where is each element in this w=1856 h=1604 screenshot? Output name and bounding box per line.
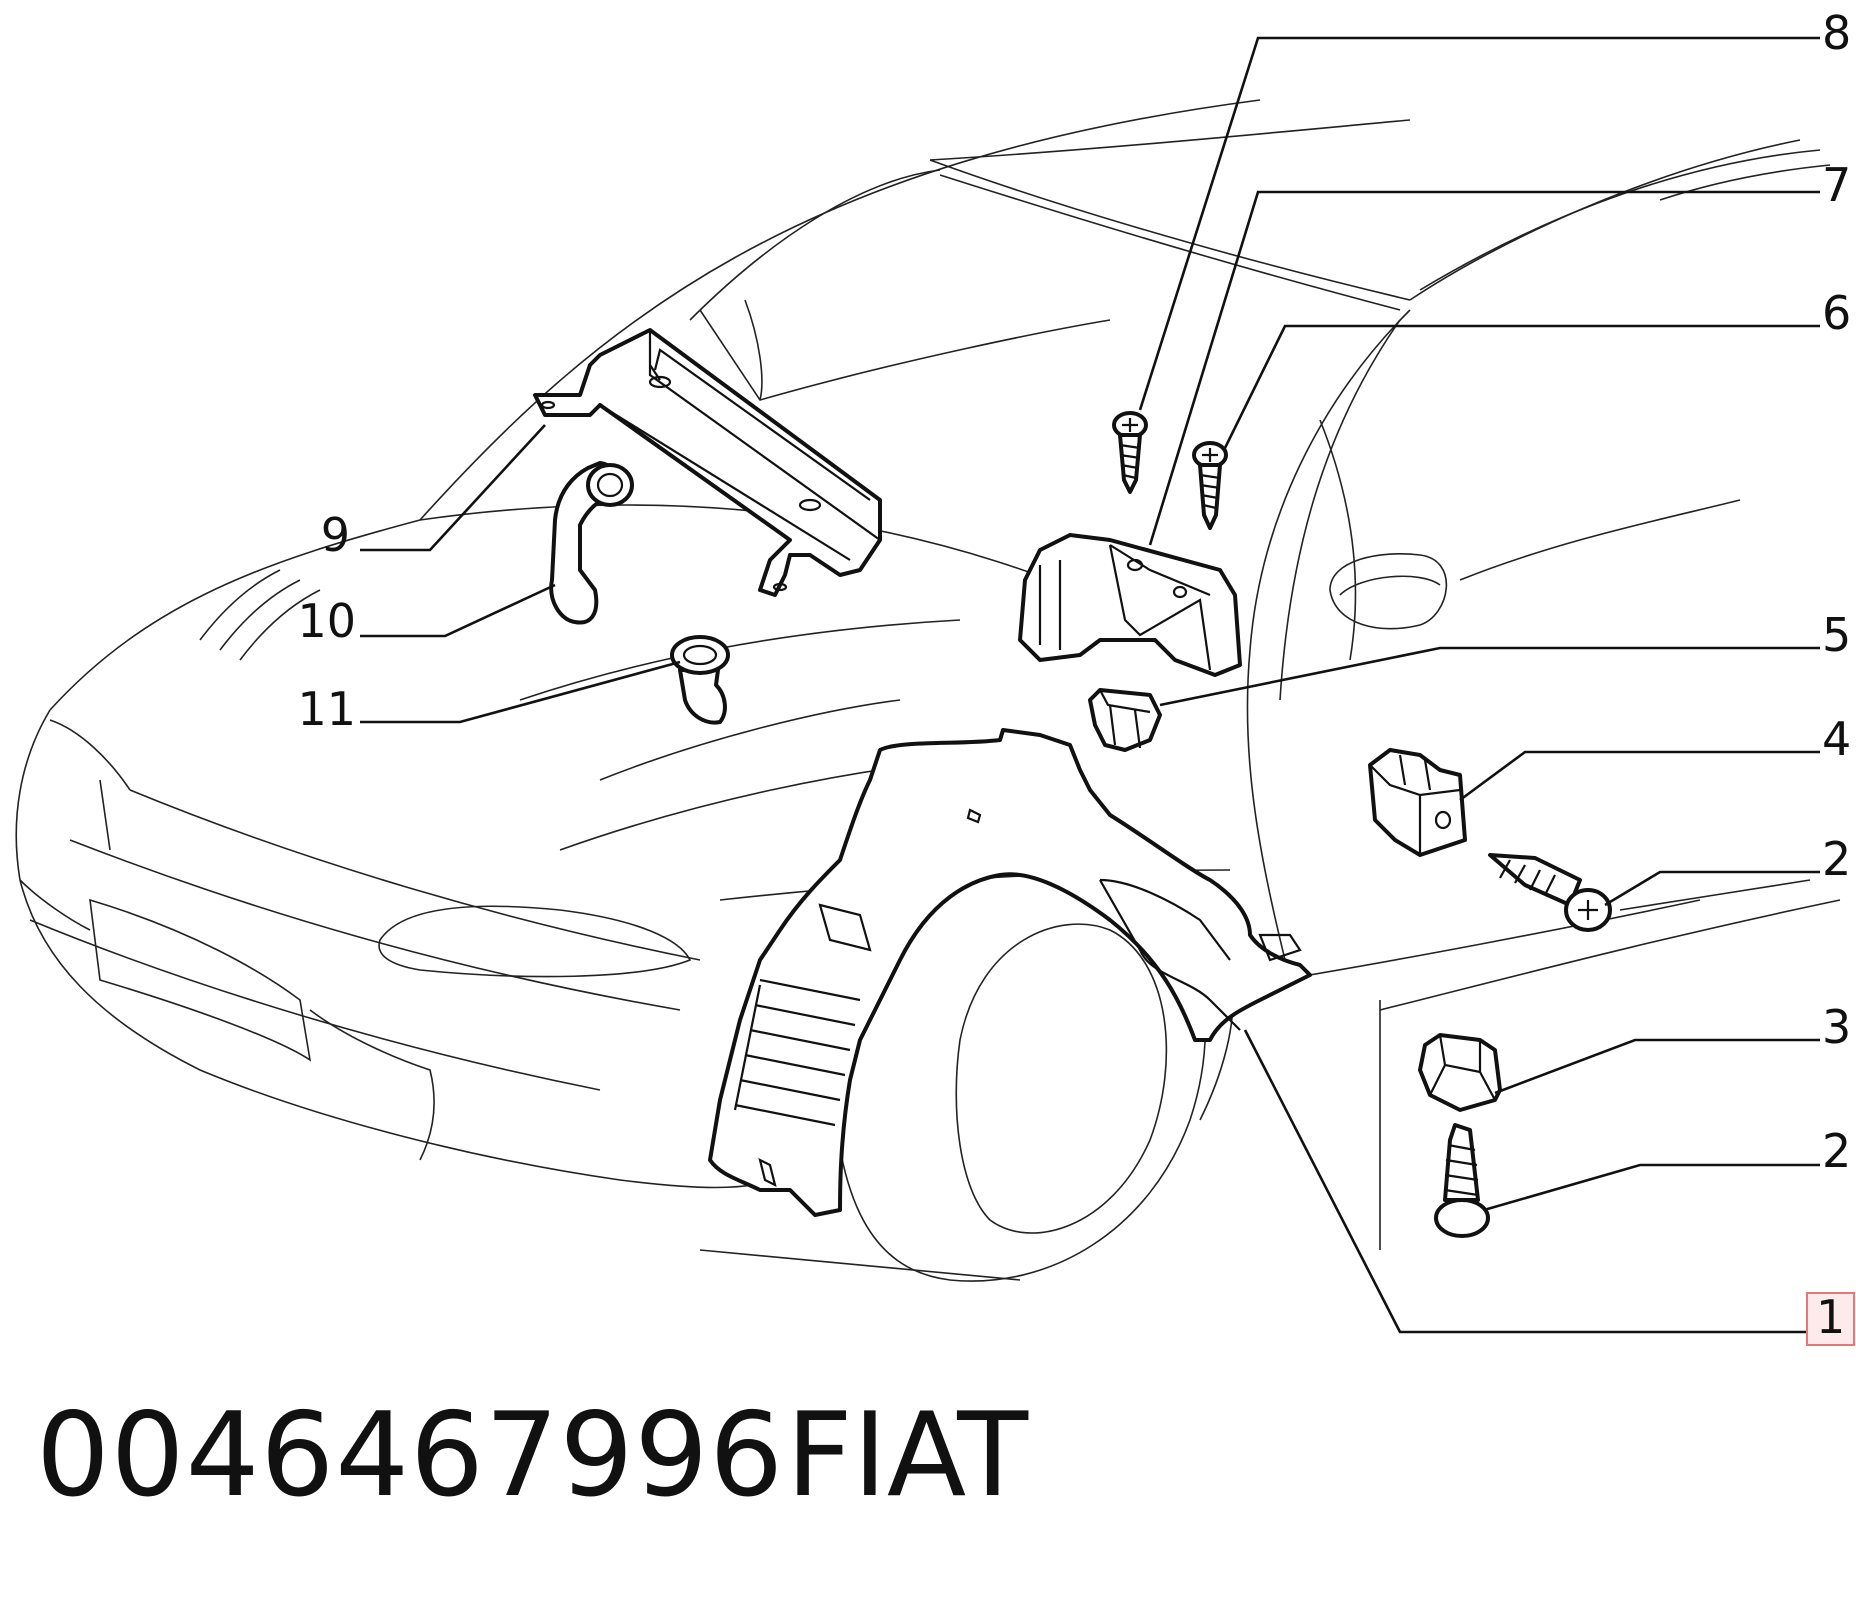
callout-7: 7 [1822, 158, 1852, 212]
part-8-screw [1112, 411, 1148, 494]
part-7-air-duct [1018, 533, 1242, 677]
callout-8: 8 [1822, 6, 1852, 60]
callout-4: 4 [1822, 712, 1852, 766]
part-3-clip [1418, 1033, 1502, 1112]
callout-5: 5 [1822, 608, 1852, 662]
part-6-screw [1192, 441, 1228, 530]
leader-lines [360, 36, 1820, 1334]
callout-1-highlighted: 1 [1806, 1292, 1856, 1346]
part-9-bracket [533, 328, 882, 597]
part-number-text: 0046467996 [36, 1388, 785, 1523]
callout-11: 11 [297, 682, 356, 736]
part-2-screw-lower [1434, 1123, 1490, 1238]
part-2-screw-upper [1488, 853, 1612, 932]
callout-6: 6 [1822, 286, 1852, 340]
part-4-clip [1368, 748, 1467, 857]
callout-9: 9 [320, 508, 350, 562]
part-5-clip [1088, 688, 1162, 752]
callout-2-lower: 2 [1822, 1124, 1852, 1178]
callout-10: 10 [297, 594, 356, 648]
part-10-hose [549, 461, 634, 625]
part-11-grommet [670, 635, 730, 725]
brand-text: FIAT [786, 1388, 1029, 1523]
callout-2-upper: 2 [1822, 832, 1852, 886]
part-1-wheel-arch-liner [708, 728, 1312, 1217]
callout-3: 3 [1822, 1000, 1852, 1054]
